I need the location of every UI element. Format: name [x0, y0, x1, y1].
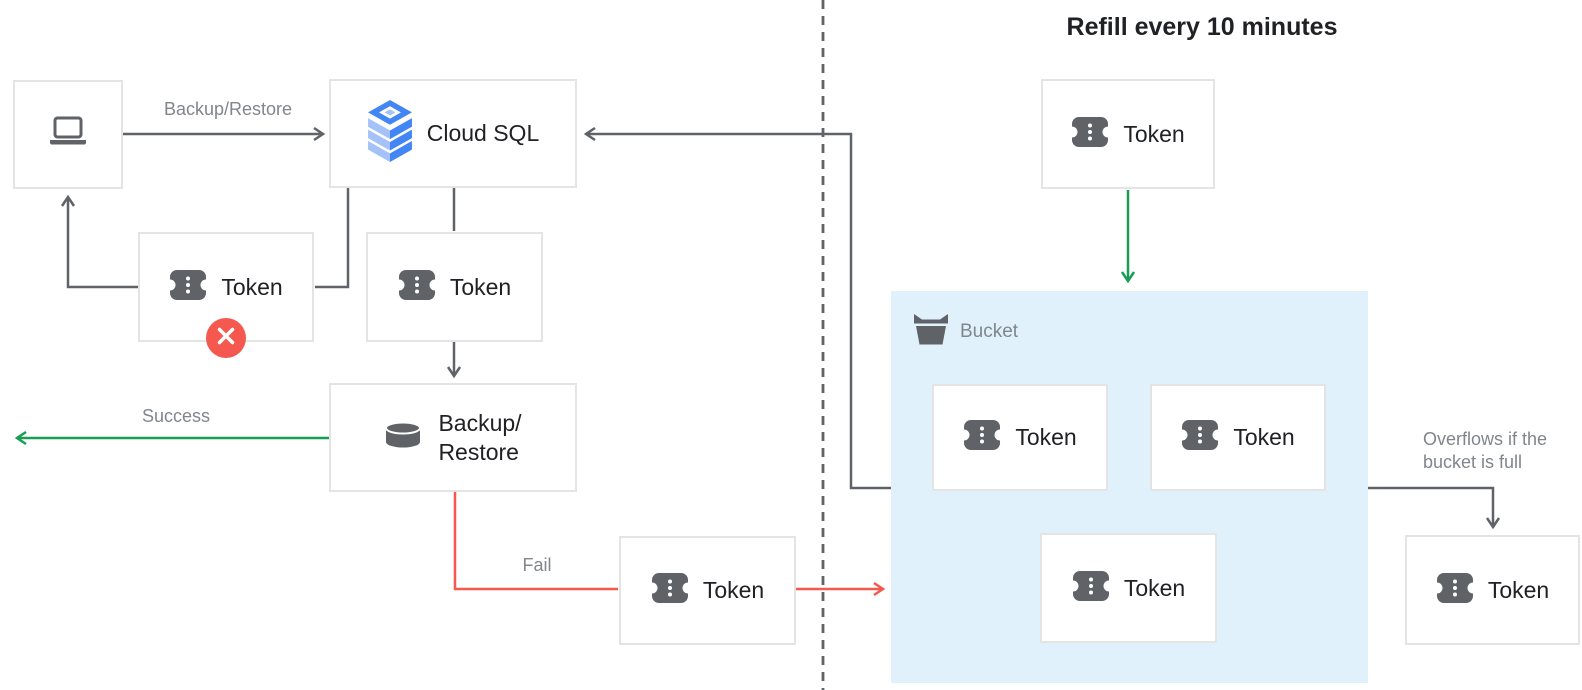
edge-label-success: Success [141, 406, 211, 426]
edge-label-fail: Fail [522, 555, 552, 575]
token-label: Token [221, 273, 283, 300]
error-x-icon [206, 316, 246, 361]
token-node-bucket-1: Token [932, 384, 1108, 491]
backup-restore-label-line1: Backup/ [438, 409, 522, 436]
token-label: Token [1123, 120, 1185, 147]
overflow-note: Overflows if the bucket is full [1423, 428, 1547, 474]
laptop-node [13, 80, 123, 189]
bucket-label: Bucket [960, 320, 1019, 342]
token-label: Token [702, 577, 765, 603]
edge-bucket-overflow [1368, 486, 1501, 530]
token-node-overflow: Token [1405, 535, 1580, 645]
token-icon [393, 269, 441, 306]
token-label: Token [1233, 424, 1295, 450]
token-node-bucket-2: Token [1150, 384, 1326, 491]
backup-restore-label-line2: Restore [438, 438, 519, 465]
token-node-refill: Token [1041, 79, 1215, 189]
token-icon [164, 269, 212, 306]
token-icon [646, 572, 694, 609]
token-icon [1067, 570, 1115, 607]
token-icon [1176, 419, 1224, 456]
overflow-note-line2: bucket is full [1423, 452, 1523, 472]
token-label: Token [1487, 576, 1550, 603]
bucket-icon [912, 313, 950, 350]
edge-fail [453, 492, 618, 591]
backup-restore-label: Backup/ Restore [438, 409, 521, 467]
edge-rejected-token-to-laptop [60, 194, 138, 289]
edge-bucket-to-cloudsql [583, 126, 891, 490]
token-icon [1431, 572, 1479, 609]
laptop-icon [48, 115, 88, 154]
token-node-fail: Token [619, 536, 796, 645]
edge-cloudsql-to-rejected-token [315, 188, 350, 289]
token-label: Token [1123, 574, 1186, 601]
cloud-sql-icon [367, 100, 413, 167]
error-badge [206, 318, 246, 358]
token-node-cloudsql: Token [366, 232, 543, 342]
token-label: Token [1015, 424, 1077, 450]
token-node-bucket-3: Token [1040, 533, 1217, 643]
cloud-sql-label: Cloud SQL [426, 120, 540, 146]
bucket-header: Bucket [912, 313, 1018, 350]
database-icon [384, 421, 422, 454]
diagram-title: Refill every 10 minutes [1066, 13, 1338, 41]
token-icon [958, 419, 1006, 456]
edge-label-backup-restore: Backup/Restore [163, 99, 293, 119]
backup-restore-node: Backup/ Restore [329, 383, 577, 492]
cloud-sql-node: Cloud SQL [329, 79, 577, 188]
token-label: Token [449, 273, 512, 300]
overflow-note-line1: Overflows if the [1423, 429, 1548, 449]
token-icon [1066, 116, 1114, 153]
